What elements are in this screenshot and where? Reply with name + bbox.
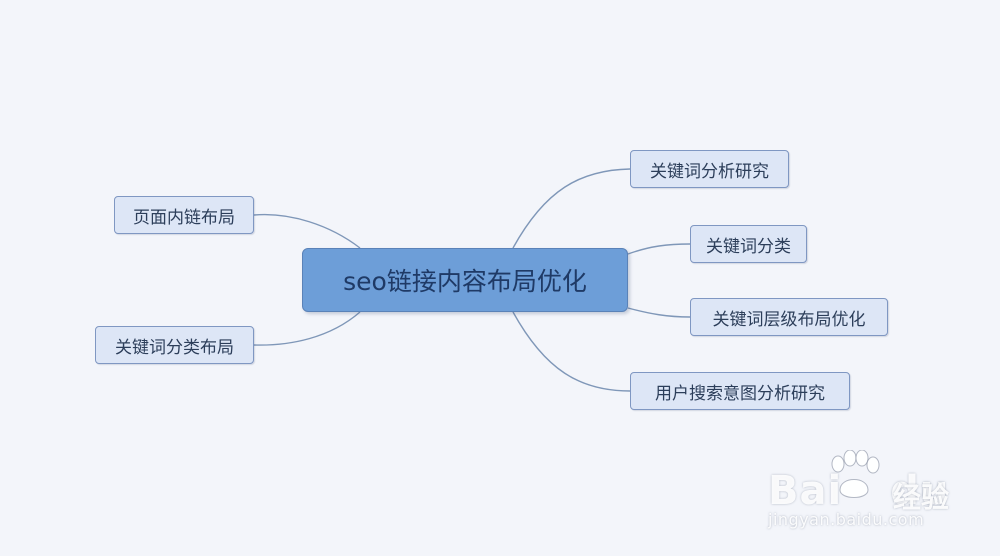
topic-keyword-classification[interactable]: 关键词分类 <box>690 225 807 263</box>
watermark-url: jingyan.baidu.com <box>768 510 925 529</box>
topic-keyword-hierarchy-layout[interactable]: 关键词层级布局优化 <box>690 298 888 336</box>
connector-right-1 <box>512 168 631 249</box>
connector-left-1 <box>253 213 361 249</box>
watermark-subtitle: 经验 <box>893 481 950 514</box>
topic-keyword-category-layout[interactable]: 关键词分类布局 <box>95 326 254 364</box>
central-topic[interactable]: seo链接内容布局优化 <box>302 248 628 312</box>
topic-internal-links-layout[interactable]: 页面内链布局 <box>114 196 254 234</box>
connector-right-4 <box>512 311 631 392</box>
connector-right-3 <box>627 307 691 318</box>
topic-search-intent-research[interactable]: 用户搜索意图分析研究 <box>630 372 850 410</box>
paw-icon <box>831 450 880 498</box>
topic-keyword-research[interactable]: 关键词分析研究 <box>630 150 789 188</box>
connector-right-2 <box>627 243 691 255</box>
connector-left-2 <box>253 311 361 346</box>
